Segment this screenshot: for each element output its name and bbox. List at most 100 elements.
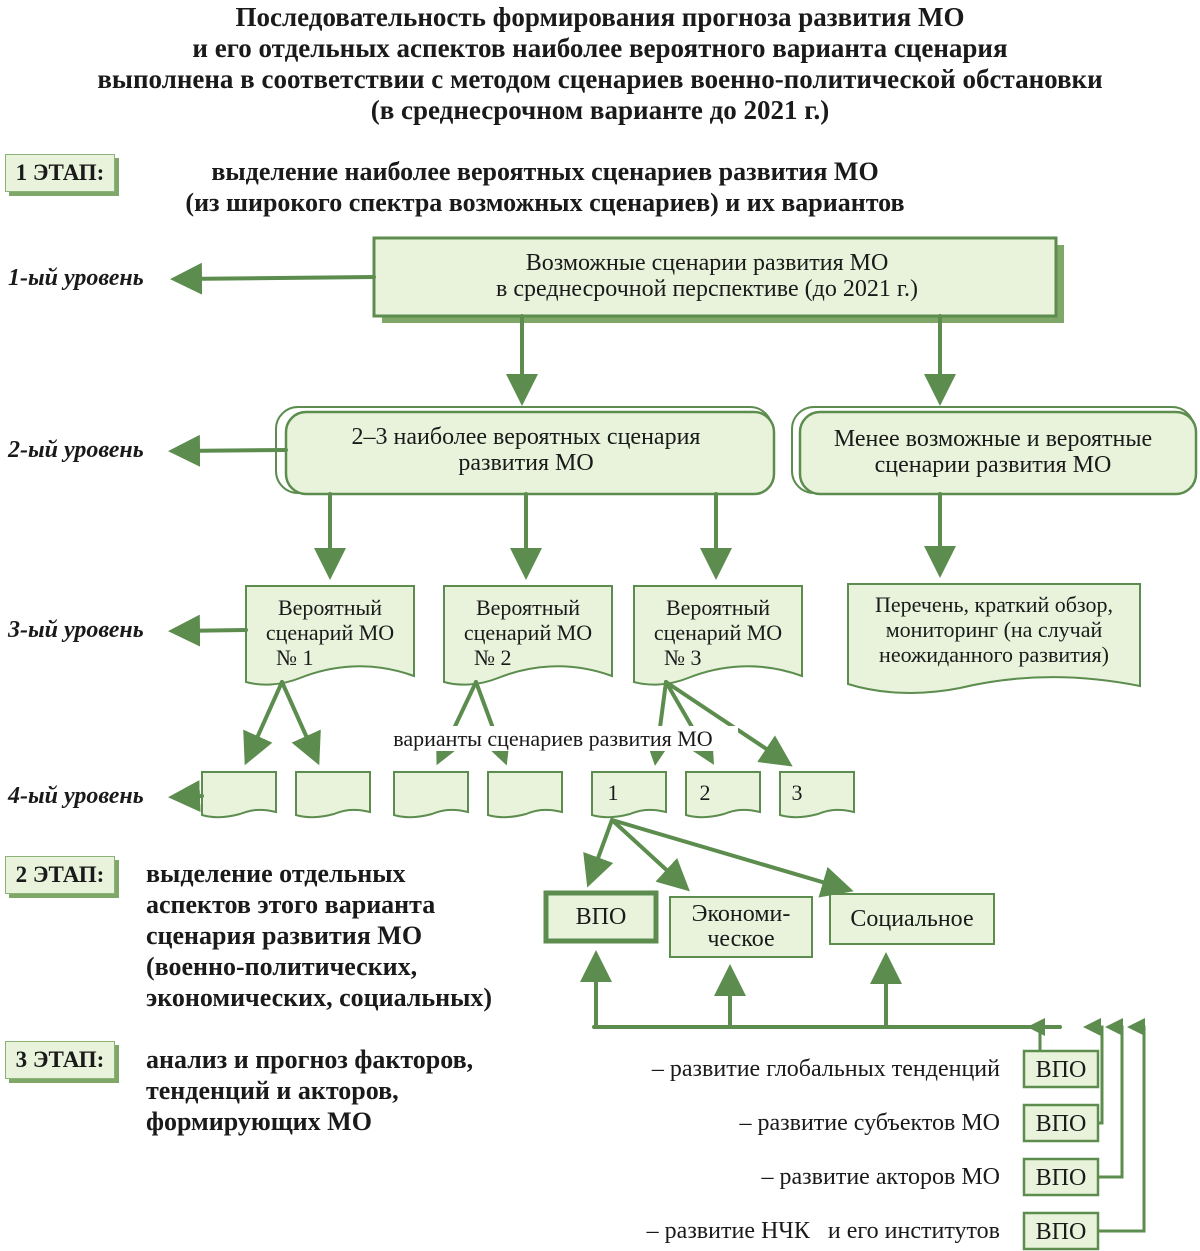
text-line: 2–3 наиболее вероятных сценария	[351, 424, 701, 450]
economic-aspect-text: Экономи- ческое	[670, 902, 812, 952]
factor-tag-box	[1022, 1049, 1100, 1089]
text-line: развития МО	[458, 450, 594, 476]
review-text: Перечень, краткий обзор, мониторинг (на …	[848, 592, 1140, 667]
text-line: сценарии развития МО	[874, 452, 1112, 478]
title-line-4: (в среднесрочном варианте до 2021 г.)	[370, 95, 830, 125]
arrow-variant-to-social	[610, 818, 854, 898]
variants-caption: варианты сценариев развития МО	[368, 726, 738, 751]
title-line-2: и его отдельных аспектов наиболее вероят…	[192, 33, 1008, 63]
variant-box	[393, 771, 469, 819]
level-3-arrow	[168, 614, 248, 647]
economic-aspect-box	[669, 896, 813, 958]
factor-connector	[1098, 1018, 1146, 1233]
variant-box	[295, 771, 371, 819]
scenario-1-shape	[245, 585, 415, 686]
text-line: Вероятный	[475, 595, 581, 620]
level-1-label: 1-ый уровень	[8, 265, 144, 291]
level-4-label: 4-ый уровень	[8, 783, 144, 809]
variant-number-3: 3	[791, 780, 803, 805]
level-2-arrow	[168, 434, 288, 467]
stage-1-text: выделение наиболее вероятных сценариев р…	[0, 156, 1090, 218]
title-line-1: Последовательность формирования прогноза…	[235, 2, 965, 32]
less-probable-text: Менее возможные и вероятные сценарии раз…	[800, 426, 1186, 478]
factor-tag-2: ВПО	[1035, 1111, 1087, 1137]
factor-connector	[1083, 1018, 1104, 1125]
text-line: Возможные сценарии развития МО	[525, 250, 889, 276]
less-probable-box	[798, 410, 1198, 496]
factor-tag-box	[1022, 1103, 1100, 1143]
text-line: № 3	[664, 645, 702, 670]
text-line: ческое	[707, 926, 775, 952]
stage-1-text-line: выделение наиболее вероятных сценариев р…	[211, 157, 879, 186]
social-aspect-text: Социальное	[850, 906, 974, 932]
text-line: сценарий МО	[653, 620, 783, 645]
text-line: Перечень, краткий обзор,	[875, 592, 1113, 617]
review-shape	[847, 583, 1141, 694]
variant-number-1: 1	[607, 780, 619, 805]
level-1-arrow	[170, 262, 376, 295]
arrow-s1-v2	[280, 680, 321, 766]
stage-2-text-line: выделение отдельных	[146, 859, 406, 888]
variant-box	[487, 771, 563, 819]
stage-2-text: выделение отдельных аспектов этого вариа…	[146, 858, 492, 1013]
arrow-variant-to-economic	[610, 818, 690, 892]
stage-2-text-line: сценария развития МО	[146, 921, 423, 950]
text-line: № 2	[474, 645, 512, 670]
factor-subjects: – развитие субъектов МО	[739, 1110, 1000, 1136]
stage-3-text: анализ и прогноз факторов, тенденций и а…	[146, 1044, 473, 1137]
text-line: Экономи-	[691, 901, 791, 927]
factor-connector	[1027, 1018, 1045, 1051]
stage-3-text-line: тенденций и акторов,	[146, 1076, 399, 1105]
text-line: сценарий МО	[265, 620, 395, 645]
level-2-label: 2-ый уровень	[8, 437, 144, 463]
text-line: сценарий МО	[463, 620, 593, 645]
stage-2-text-line: (военно-политических,	[146, 952, 418, 981]
vpo-aspect-text: ВПО	[575, 904, 627, 930]
text-line: Вероятный	[277, 595, 383, 620]
variant-box	[779, 771, 855, 819]
text-line: неожиданного развития)	[879, 642, 1109, 667]
arrow-s3-v3	[664, 680, 793, 767]
vpo-aspect-box	[543, 890, 659, 944]
scenario-3-shape	[633, 585, 803, 686]
factor-global-trends: – развитие глобальных тенденций	[651, 1056, 1000, 1082]
variant-box	[685, 771, 761, 819]
text-line: мониторинг (на случай	[885, 617, 1103, 642]
stage-3-label: 3 ЭТАП:	[5, 1041, 115, 1079]
factor-nck: – развитие НЧК и его институтов	[646, 1218, 1000, 1244]
stage-1-text-line: (из широкого спектра возможных сценариев…	[185, 188, 905, 217]
diagram-title: Последовательность формирования прогноза…	[0, 2, 1200, 126]
text-line: Вероятный	[665, 595, 771, 620]
most-probable-text: 2–3 наиболее вероятных сценария развития…	[286, 424, 766, 476]
stage-2-label: 2 ЭТАП:	[5, 856, 115, 894]
stage-2-text-line: экономических, социальных)	[146, 983, 493, 1012]
text-line: в среднесрочной перспективе (до 2021 г.)	[496, 276, 918, 302]
social-aspect-box	[829, 893, 995, 945]
factor-actors: – развитие акторов МО	[761, 1164, 1000, 1190]
possible-scenarios-text: Возможные сценарии развития МО в среднес…	[374, 250, 1040, 302]
factor-tag-1: ВПО	[1035, 1057, 1087, 1083]
stage-3-text-line: анализ и прогноз факторов,	[146, 1045, 474, 1074]
scenario-2-text: Вероятный сценарий МО № 2	[444, 595, 612, 670]
stage-1-label: 1 ЭТАП:	[5, 154, 115, 192]
factor-tag-4: ВПО	[1035, 1219, 1087, 1245]
arrow-s1-v1	[243, 680, 284, 766]
stage-2-text-line: аспектов этого варианта	[146, 890, 436, 919]
level-4-arrow	[168, 780, 204, 813]
most-probable-box	[284, 410, 776, 496]
factor-tag-3: ВПО	[1035, 1165, 1087, 1191]
text-line: № 1	[276, 645, 314, 670]
stage-3-text-line: формирующих МО	[146, 1107, 372, 1136]
variant-number-2: 2	[699, 780, 711, 805]
variant-box	[591, 771, 667, 819]
factor-connector	[1098, 1018, 1124, 1179]
scenario-2-shape	[443, 585, 613, 686]
title-line-3: выполнена в соответствии с методом сцена…	[97, 64, 1103, 94]
level-3-label: 3-ый уровень	[8, 617, 144, 643]
scenario-1-text: Вероятный сценарий МО № 1	[246, 595, 414, 670]
variant-box	[201, 771, 277, 819]
arrow-variant-to-vpo	[583, 818, 614, 888]
scenario-3-text: Вероятный сценарий МО № 3	[634, 595, 802, 670]
text-line: Менее возможные и вероятные	[833, 426, 1153, 452]
